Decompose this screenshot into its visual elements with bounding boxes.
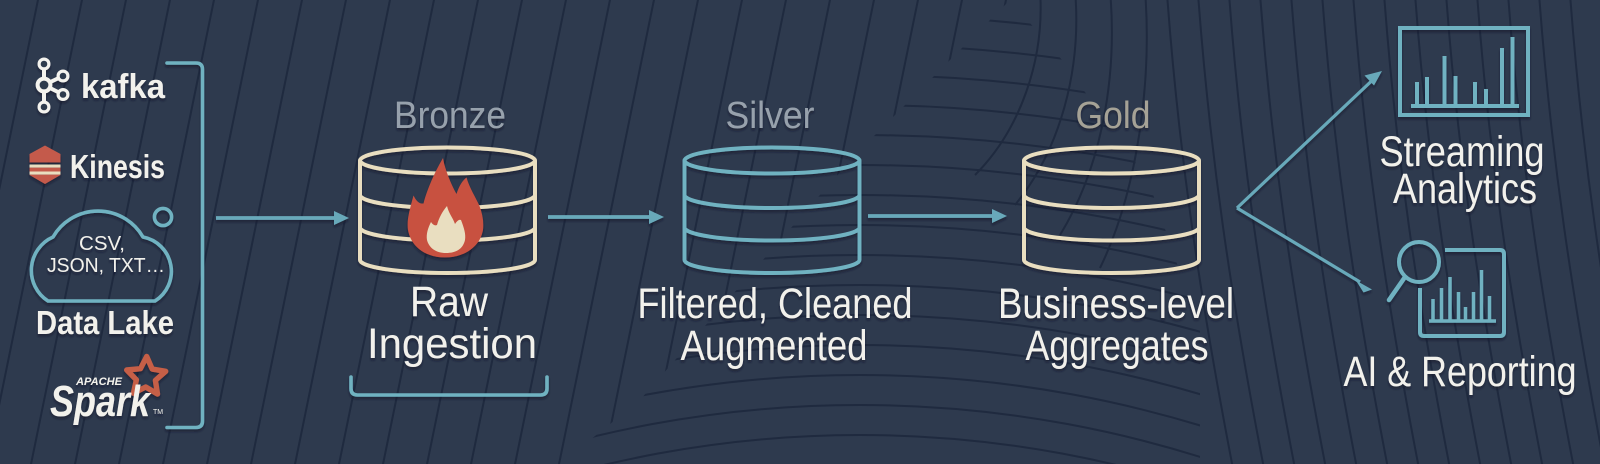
svg-text:Silver: Silver (726, 95, 815, 137)
svg-text:Ingestion: Ingestion (367, 320, 537, 368)
svg-text:Data Lake: Data Lake (36, 304, 174, 341)
svg-text:Business-level: Business-level (998, 280, 1234, 328)
svg-text:Kinesis: Kinesis (70, 148, 165, 185)
svg-text:Analytics: Analytics (1393, 165, 1537, 213)
svg-text:Aggregates: Aggregates (1026, 322, 1209, 370)
svg-text:CSV,: CSV, (79, 233, 125, 255)
svg-text:Gold: Gold (1076, 95, 1151, 137)
svg-text:Spark: Spark (50, 377, 152, 426)
svg-text:Streaming: Streaming (1380, 128, 1545, 176)
svg-text:kafka: kafka (81, 68, 166, 106)
svg-text:TM: TM (153, 409, 163, 416)
svg-text:APACHE: APACHE (75, 376, 123, 388)
svg-text:AI & Reporting: AI & Reporting (1344, 348, 1577, 396)
svg-text:Augmented: Augmented (681, 322, 868, 370)
svg-text:Filtered, Cleaned: Filtered, Cleaned (638, 280, 913, 328)
svg-text:Bronze: Bronze (394, 95, 506, 137)
svg-text:Raw: Raw (410, 278, 489, 326)
svg-text:JSON, TXT…: JSON, TXT… (47, 255, 165, 277)
